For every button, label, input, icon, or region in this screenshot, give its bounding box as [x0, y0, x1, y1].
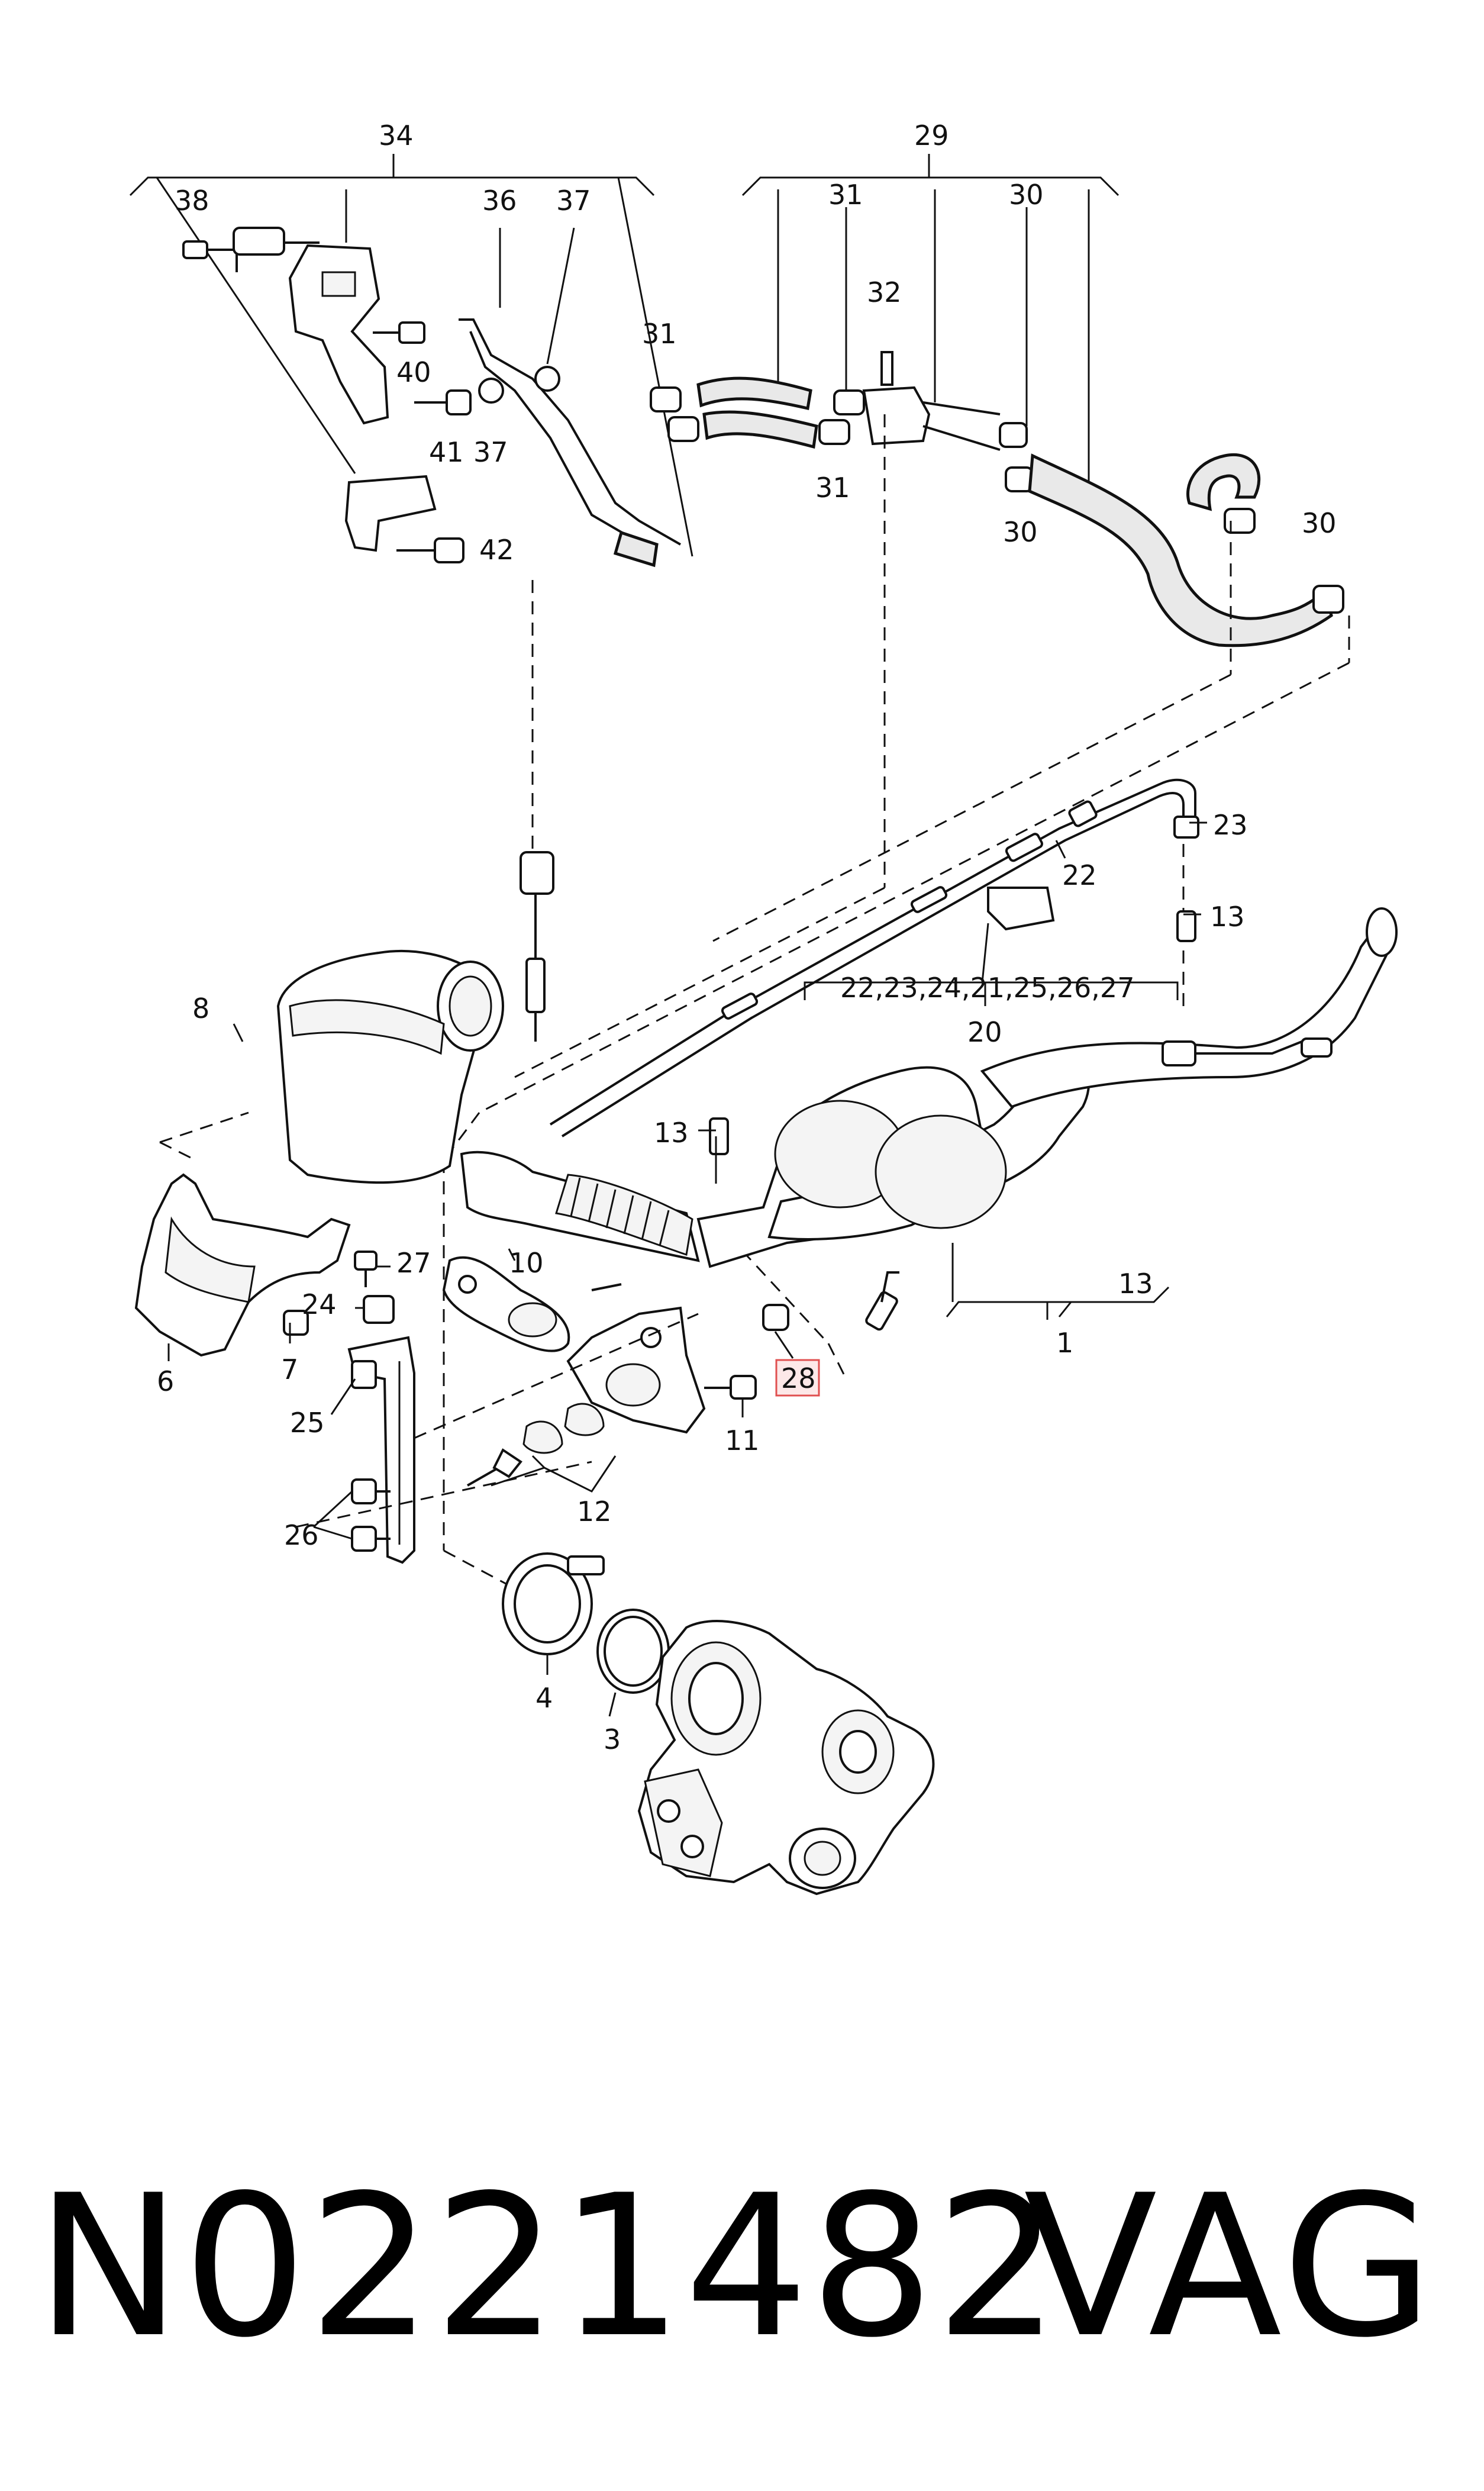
oxygen-sensor [520, 851, 554, 1042]
label-37: 37 [556, 185, 591, 217]
label-4: 4 [535, 1682, 553, 1714]
label-20: 20 [967, 1016, 1002, 1048]
label-31: 31 [828, 179, 863, 211]
label-7: 7 [281, 1354, 298, 1385]
flex-pipe [460, 1151, 700, 1262]
group-29-hose-assembly [650, 154, 1344, 647]
label-41: 41 [429, 436, 464, 468]
bracket-mount [566, 1306, 706, 1434]
clamp-4 [502, 1552, 605, 1655]
bolt-42 [396, 537, 464, 563]
label-23: 23 [1213, 809, 1248, 841]
label-13: 13 [654, 1117, 689, 1149]
group-34-bracket-assembly [129, 154, 693, 568]
callout-leaders [167, 821, 1207, 1717]
nut-28 [762, 1304, 789, 1331]
label-30: 30 [1009, 179, 1044, 211]
label-1: 1 [1056, 1327, 1073, 1359]
flex-pipe-ribs [570, 1177, 670, 1246]
callout-labels: 34 29 38 36 37 40 41 37 42 31 31 32 31 3… [157, 120, 1337, 1755]
label-28: 28 [781, 1362, 816, 1394]
label-32: 32 [867, 276, 902, 308]
heat-shield-pieces-12 [467, 1403, 605, 1487]
label-26: 26 [284, 1519, 319, 1551]
label-3: 3 [604, 1723, 621, 1755]
label-25: 25 [290, 1407, 325, 1439]
label-34: 34 [379, 120, 414, 152]
label-27: 27 [396, 1247, 431, 1279]
catalytic-converter-front [276, 949, 504, 1184]
label-10: 10 [509, 1247, 544, 1279]
label-24: 24 [302, 1288, 337, 1320]
label-30: 30 [1302, 507, 1337, 539]
label-13: 13 [1118, 1268, 1153, 1300]
bolt-41 [414, 389, 472, 415]
heat-shield-6 [134, 1173, 351, 1357]
label-29: 29 [914, 120, 949, 152]
label-28-highlight [775, 1359, 820, 1397]
label-11: 11 [725, 1425, 760, 1456]
bolts-26 [351, 1478, 391, 1552]
label-38: 38 [175, 185, 209, 217]
turbocharger [637, 1620, 935, 1896]
label-37: 37 [473, 436, 508, 468]
label-31: 31 [642, 318, 677, 350]
label-8: 8 [192, 992, 209, 1024]
bolt-11 [704, 1375, 757, 1400]
brand-name: VAG [1024, 2153, 1437, 2380]
bolt-27 [354, 1251, 378, 1287]
label-42: 42 [479, 534, 514, 566]
seal-ring-3 [596, 1609, 670, 1694]
label-6: 6 [157, 1365, 174, 1397]
middle-silencers [696, 907, 1398, 1268]
label-30: 30 [1003, 516, 1038, 548]
pressure-sensor-lines [549, 778, 1199, 1331]
label-22: 22 [1062, 859, 1097, 891]
clip-24 [363, 1295, 395, 1324]
bolt-38 [182, 240, 234, 259]
label-13: 13 [1210, 901, 1245, 933]
label-12: 12 [577, 1496, 612, 1528]
label-40: 40 [396, 356, 431, 388]
label-20-group: 22,23,24,21,25,26,27 [840, 972, 1134, 1004]
part-number: N0221482 [36, 2153, 1061, 2380]
flange-gasket-10 [442, 1256, 570, 1352]
bracket-strap-25-26 [347, 1336, 415, 1564]
label-31: 31 [815, 472, 850, 504]
bolt-40 [373, 321, 425, 344]
label-36: 36 [482, 185, 517, 217]
